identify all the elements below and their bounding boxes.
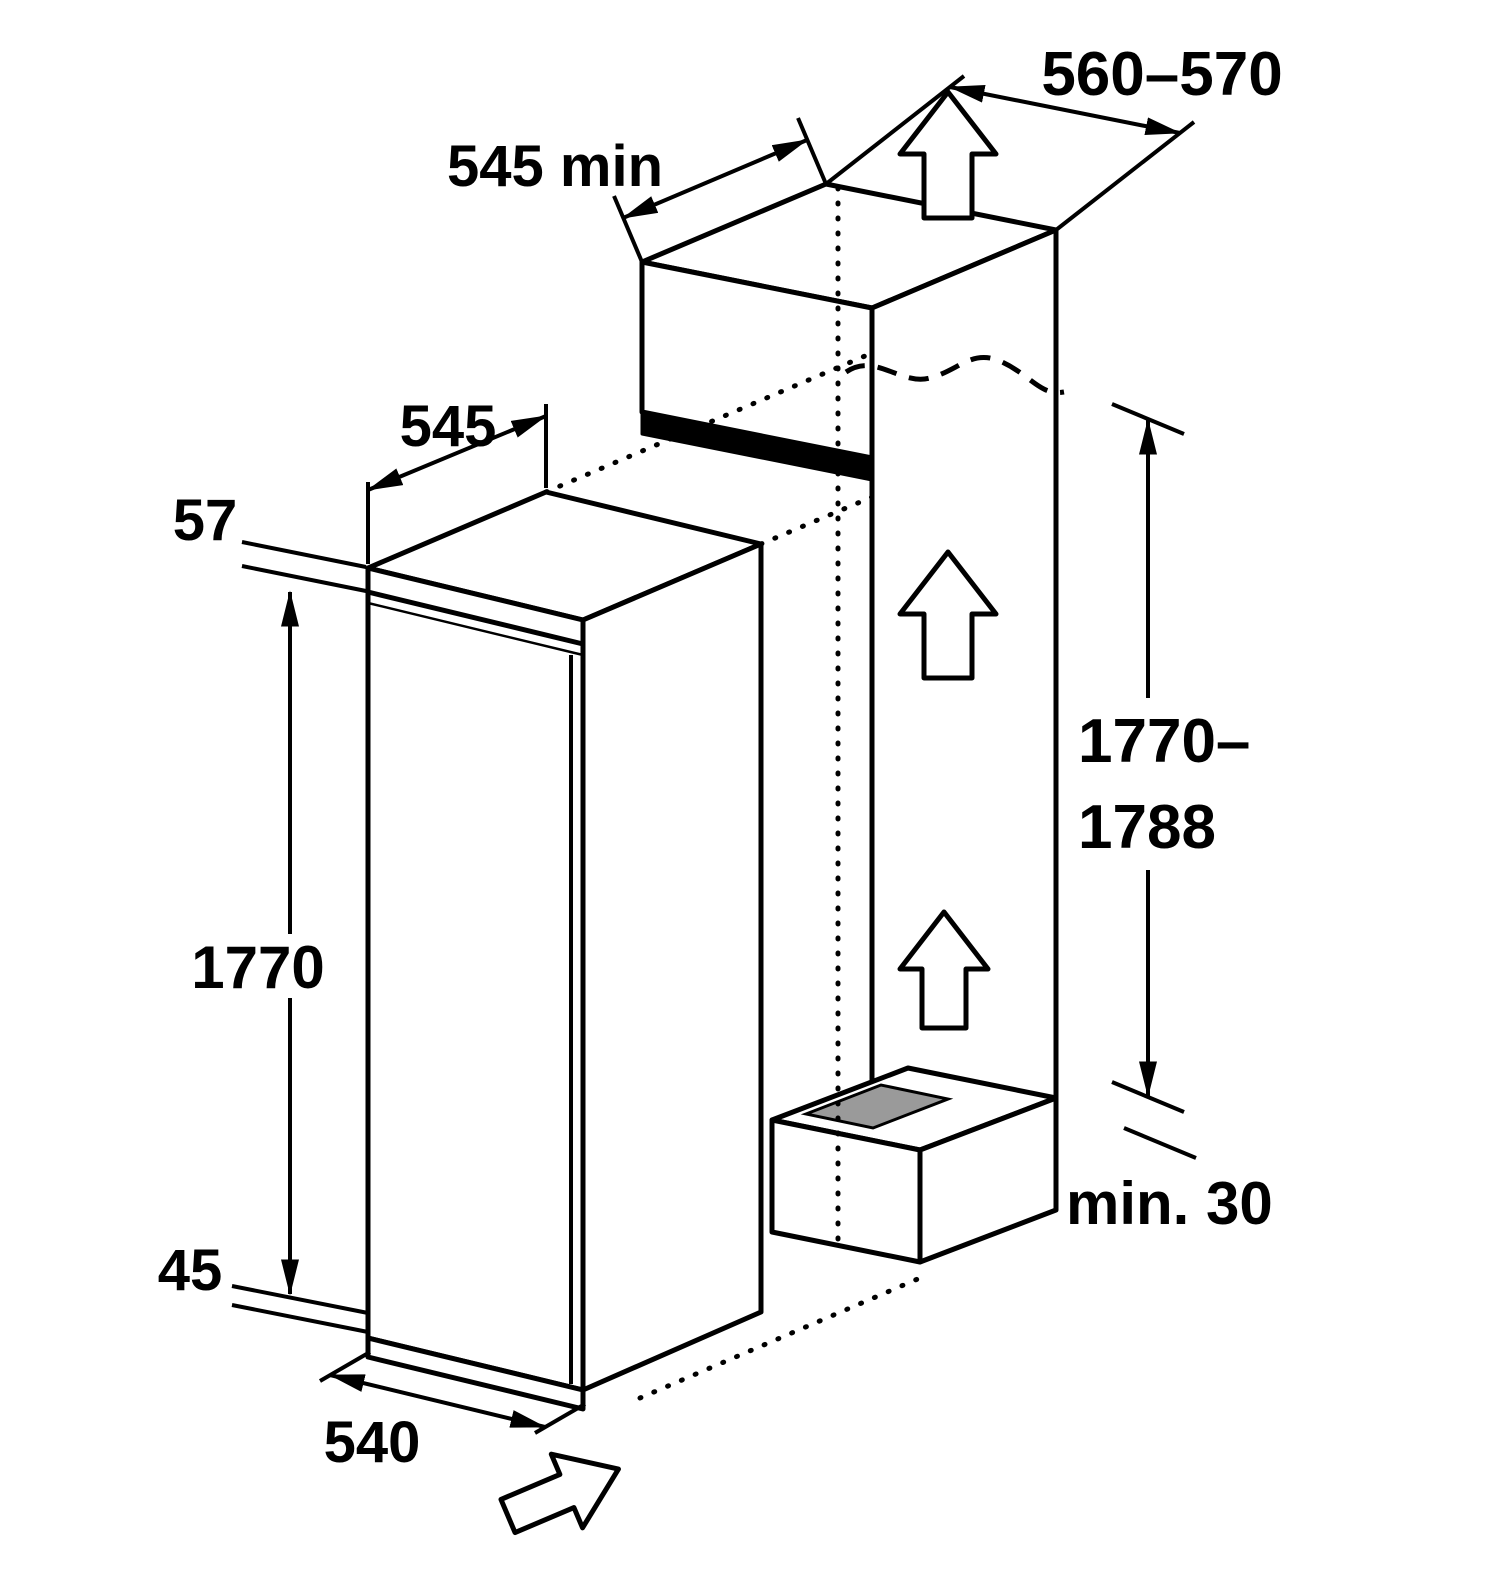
extension-line [231, 1284, 369, 1315]
airflow-up-arrow-lower-icon [897, 909, 991, 1031]
label-mask [1064, 698, 1264, 870]
label-mask [180, 934, 338, 998]
cabinet-niche [639, 181, 1059, 1179]
dimension-appliance-depth: 545 [366, 394, 548, 564]
door-top-edge [365, 589, 586, 647]
appliance-door-face [365, 565, 586, 1393]
dimension-label-appliance-depth: 545 [400, 394, 497, 459]
extension-line [241, 564, 367, 593]
dimension-appliance-height: 1770 [180, 590, 338, 1296]
dimension-top-gap: 57 [173, 488, 367, 593]
plinth-box [769, 1065, 1059, 1265]
ventilation-grille [800, 1083, 954, 1130]
extension-line [231, 1303, 369, 1334]
dimension-label-top-gap: 57 [173, 488, 238, 553]
projection-line-top-left [543, 350, 875, 495]
extension-line [241, 540, 367, 569]
dimension-appliance-width: 540 [318, 1350, 587, 1475]
hidden-edges [543, 185, 1065, 1401]
extension-line [318, 1350, 372, 1383]
insert-direction-arrow-icon [498, 1451, 621, 1536]
door-top-inner-edge [367, 601, 584, 657]
extension-line [824, 74, 966, 186]
airflow-up-arrow-middle-icon [897, 549, 999, 681]
dimension-label-appliance-width: 540 [324, 1410, 421, 1475]
extension-tick [1123, 1126, 1197, 1160]
plinth-side-face [917, 1095, 1059, 1265]
niche-side-panel [869, 227, 1059, 1179]
dimension-cabinet-top-depth: 545 min [447, 117, 828, 263]
dimension-line [621, 138, 809, 220]
projection-line-bottom [637, 1275, 923, 1401]
dimension-vent-clearance: min. 30 [1066, 1126, 1273, 1237]
dimension-label-niche-height-line2: 1788 [1078, 793, 1216, 862]
airflow-up-arrow-top-icon [897, 89, 999, 221]
dimension-label-bottom-gap: 45 [158, 1238, 223, 1303]
dimension-niche-height: 1770– 1788 [1064, 402, 1264, 1114]
extension-line [533, 1402, 587, 1435]
appliance-side-face [580, 541, 764, 1393]
extension-line [612, 195, 644, 263]
dimension-line [366, 414, 548, 492]
dimension-label-niche-width: 560–570 [1041, 40, 1282, 109]
projection-line-top-right [758, 494, 875, 547]
extension-line [1054, 120, 1196, 232]
dimension-line [328, 1373, 547, 1429]
dimension-label-appliance-height: 1770 [191, 934, 324, 1001]
dimension-bottom-gap: 45 [158, 1238, 369, 1334]
extension-line [796, 117, 828, 185]
dimension-line [948, 84, 1182, 136]
appliance [365, 489, 764, 1412]
dimension-label-cabinet-top-depth: 545 min [447, 134, 663, 199]
dimension-label-vent-clearance: min. 30 [1066, 1170, 1273, 1237]
variable-height-break-line [844, 355, 1065, 395]
dimension-label-niche-height-line1: 1770– [1078, 707, 1250, 776]
dimension-niche-width: 560–570 [824, 40, 1283, 232]
